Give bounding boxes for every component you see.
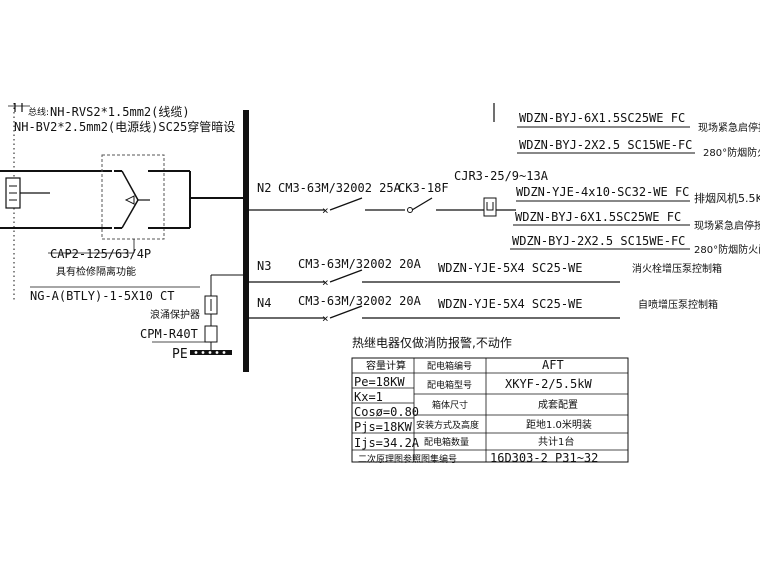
calc-ijs: Ijs=34.2A: [354, 436, 420, 450]
circuit-id-n4: N4: [257, 296, 271, 310]
control-line-2: WDZN-BYJ-2X2.5 SC15WE-FC: [519, 138, 692, 152]
schematic-ref-value: 16D303-2 P31~32: [490, 451, 598, 465]
calc-cos: Cosø=0.80: [354, 405, 419, 419]
svg-text:×: ×: [322, 312, 329, 325]
calc-capacity-header: 容量计算: [366, 359, 406, 372]
circuit-n3: N3 CM3-63M/32002 20A × WDZN-YJE-5X4 SC25…: [249, 257, 722, 289]
thermal-relay-icon: [483, 197, 497, 217]
box-quantity-label: 配电箱数量: [424, 436, 469, 448]
incoming-cable-label: NG-A(BTLY)-1-5X10 CT: [30, 289, 175, 303]
circuit-id-n3: N3: [257, 259, 271, 273]
install-method-value: 距地1.0米明装: [526, 418, 592, 431]
calc-pe: Pe=18KW: [354, 375, 405, 389]
box-number-value: AFT: [542, 358, 564, 372]
control-lines: WDZN-BYJ-6X1.5SC25WE FC 现场紧急启停按钮 WDZN-BY…: [493, 103, 760, 256]
breaker-label-n2: CM3-63M/32002 25A: [278, 181, 402, 195]
incoming-section: 总线: NH-RVS2*1.5mm2(线缆) NH-BV2*2.5mm2(电源线…: [0, 103, 246, 362]
box-model-value: XKYF-2/5.5kW: [505, 377, 592, 391]
switch-triangle-icon: [124, 195, 135, 205]
load-label-n3: 消火栓增压泵控制箱: [632, 262, 722, 275]
surge-protector-label: 浪涌保护器: [150, 308, 200, 321]
pe-label: PE: [172, 347, 188, 362]
box-size-label: 箱体尺寸: [432, 399, 468, 411]
main-busbar: [243, 110, 249, 372]
calc-table: 容量计算 Pe=18KW Kx=1 Cosø=0.80 Pjs=18KW Ijs…: [351, 357, 629, 465]
cable-top-label: NH-RVS2*1.5mm2(线缆): [50, 105, 190, 119]
control-note-3: 现场紧急启停按钮: [694, 219, 760, 232]
install-method-label: 安装方式及高度: [416, 419, 479, 431]
control-note-4: 280°防烟防火阀: [694, 243, 760, 256]
switch-note-label: 具有检修隔离功能: [56, 265, 136, 278]
svg-text:×: ×: [322, 276, 329, 289]
isolator-enclosure: [101, 154, 165, 240]
calc-pjs: Pjs=18KW: [354, 420, 413, 434]
schematic-ref-label: 二次原理图参照图集编号: [358, 453, 457, 465]
breaker-label-n4: CM3-63M/32002 20A: [298, 294, 422, 308]
load-label-n4: 自喷增压泵控制箱: [638, 298, 718, 311]
contactor-label-n2: CK3-18F: [398, 181, 449, 195]
relay-label-n2: CJR3-25/9~13A: [454, 169, 549, 183]
control-line-3: WDZN-BYJ-6X1.5SC25WE FC: [515, 210, 681, 224]
box-quantity-value: 共计1台: [538, 435, 574, 448]
breaker-label-n3: CM3-63M/32002 20A: [298, 257, 422, 271]
control-note-1: 现场紧急启停按钮: [698, 121, 760, 134]
calc-kx: Kx=1: [354, 390, 383, 404]
cable-second-label: NH-BV2*2.5mm2(电源线)SC25穿管暗设: [14, 119, 235, 134]
load-label-n2: 排烟风机5.5KW: [694, 191, 760, 205]
control-note-2: 280°防烟防火阀: [703, 146, 760, 159]
cable-top-prefix: 总线:: [28, 106, 49, 118]
switch-model-label: CAP2-125/63/4P: [50, 247, 151, 261]
circuit-n4: N4 CM3-63M/32002 20A × WDZN-YJE-5X4 SC25…: [249, 294, 718, 325]
cable-label-n2: WDZN-YJE-4x10-SC32-WE FC: [516, 185, 689, 199]
box-size-value: 成套配置: [538, 398, 578, 411]
circuit-id-n2: N2: [257, 181, 271, 195]
control-line-4: WDZN-BYJ-2X2.5 SC15WE-FC: [512, 234, 685, 248]
box-number-label: 配电箱编号: [427, 360, 472, 372]
surge-protector-model: CPM-R40T: [140, 327, 198, 341]
thermal-relay-note: 热继电器仅做消防报警,不动作: [352, 335, 512, 350]
circuit-n2: N2 CM3-63M/32002 25A CK3-18F CJR3-25/9~1…: [249, 169, 760, 217]
control-line-1: WDZN-BYJ-6X1.5SC25WE FC: [519, 111, 685, 125]
box-model-label: 配电箱型号: [427, 379, 472, 391]
svg-text:×: ×: [322, 204, 329, 217]
cable-label-n4: WDZN-YJE-5X4 SC25-WE: [438, 297, 583, 311]
cable-label-n3: WDZN-YJE-5X4 SC25-WE: [438, 261, 583, 275]
